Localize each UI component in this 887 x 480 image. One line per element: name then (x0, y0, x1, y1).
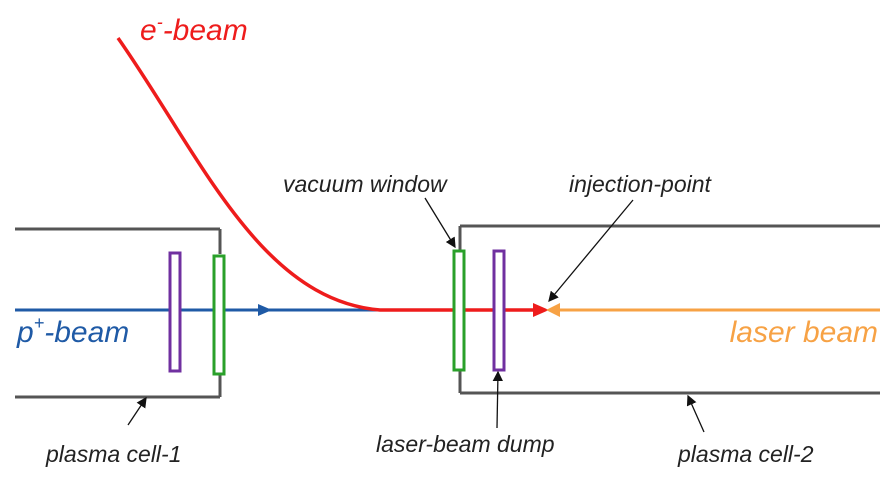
p-beam-arrowhead (258, 304, 272, 316)
plasma-cell-2-label: plasma cell-2 (677, 441, 814, 467)
pointer-vacuum-window (424, 197, 456, 249)
vacuum-window-cell-1 (212, 254, 226, 376)
e-beam-curve (116, 36, 538, 312)
vacuum-window-label: vacuum window (283, 171, 448, 197)
e-beam-arrowhead (533, 303, 549, 317)
plasma-cell-1-label: plasma cell-1 (45, 441, 182, 467)
laser-beam-arrowhead (546, 303, 560, 317)
laser-beam-label: laser beam (730, 316, 878, 349)
injection-point-label: injection-point (569, 171, 713, 197)
pointer-plasma-cell-1 (127, 396, 147, 426)
pointer-laser-beam-dump (492, 370, 504, 429)
p-beam-label: p+-beam (16, 313, 129, 349)
laser-beam-dump-label: laser-beam dump (376, 431, 555, 457)
plasma-cell-2-outline (458, 224, 880, 395)
laser-dump-cell-1 (168, 251, 182, 373)
vacuum-window-cell-2 (452, 249, 466, 372)
pointer-injection-point (548, 199, 634, 302)
plasma-cell-1-outline (15, 227, 222, 399)
laser-beam-dump-cell-2 (492, 249, 506, 372)
pointer-plasma-cell-2 (686, 394, 705, 433)
e-beam-label: e--beam (140, 12, 248, 47)
